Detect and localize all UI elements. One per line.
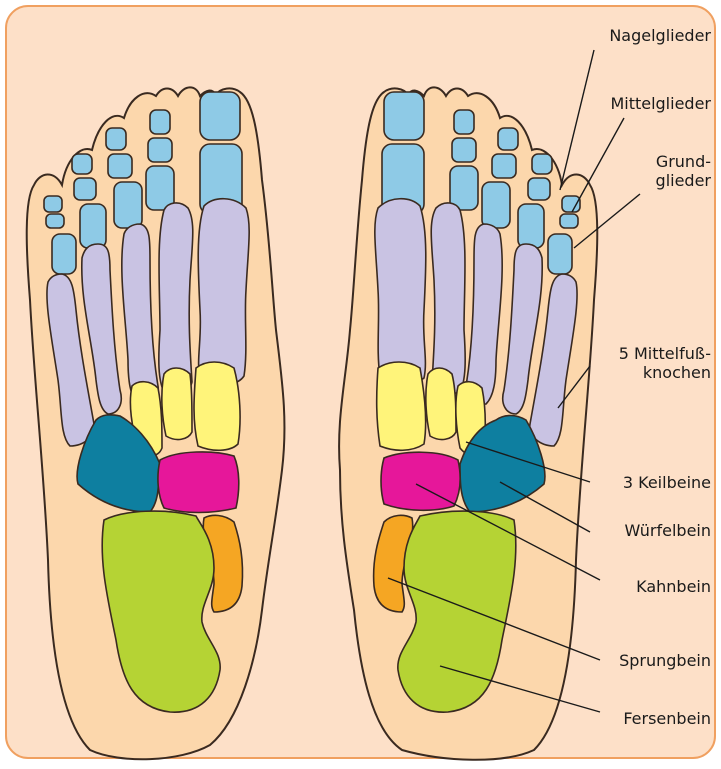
label-wuerfelbein: Würfelbein (625, 521, 711, 540)
label-grundglieder: Grund- glieder (656, 152, 711, 190)
left-metatarsal (198, 199, 249, 386)
left-metatarsal (159, 203, 193, 394)
left-phalanx (150, 110, 170, 134)
right-phalanx (560, 214, 578, 228)
left-phalanx (80, 204, 106, 248)
right-phalanx (548, 234, 572, 274)
left-phalanx (52, 234, 76, 274)
label-mittelfuss-line1: 5 Mittelfuß- (619, 344, 711, 363)
left-foot (27, 87, 285, 759)
right-phalanx (454, 110, 474, 134)
label-mittelglieder: Mittelglieder (610, 94, 711, 113)
right-phalanx (482, 182, 510, 228)
right-phalanx (562, 196, 580, 212)
right-phalanx (384, 92, 424, 140)
label-nagelglieder: Nagelglieder (609, 26, 711, 45)
right-phalanx (498, 128, 518, 150)
label-mittelfuss-line2: knochen (619, 363, 711, 382)
label-kahnbein: Kahnbein (636, 577, 711, 596)
left-phalanx (46, 214, 64, 228)
label-grundglieder-line2: glieder (656, 171, 711, 190)
right-phalanx (518, 204, 544, 248)
left-phalanx (108, 154, 132, 178)
right-phalanx (528, 178, 550, 200)
right-metatarsal (375, 199, 426, 386)
label-mittelfussknochen: 5 Mittelfuß- knochen (619, 344, 711, 382)
left-navicular (158, 452, 239, 513)
left-cuneiform (194, 362, 240, 450)
right-metatarsal (431, 203, 465, 394)
left-phalanx (106, 128, 126, 150)
left-phalanx (44, 196, 62, 212)
right-phalanx (492, 154, 516, 178)
left-phalanx (148, 138, 172, 162)
label-fersenbein: Fersenbein (623, 709, 711, 728)
right-foot (339, 87, 597, 759)
label-grundglieder-line1: Grund- (656, 152, 711, 171)
left-phalanx (200, 92, 240, 140)
label-keilbeine: 3 Keilbeine (623, 473, 711, 492)
label-sprungbein: Sprungbein (619, 651, 711, 670)
right-phalanx (452, 138, 476, 162)
right-cuneiform (377, 362, 426, 450)
right-phalanx (532, 154, 552, 174)
left-cuneiform (162, 368, 192, 439)
left-phalanx (114, 182, 142, 228)
right-cuneiform (426, 368, 456, 439)
left-phalanx (74, 178, 96, 200)
left-phalanx (72, 154, 92, 174)
